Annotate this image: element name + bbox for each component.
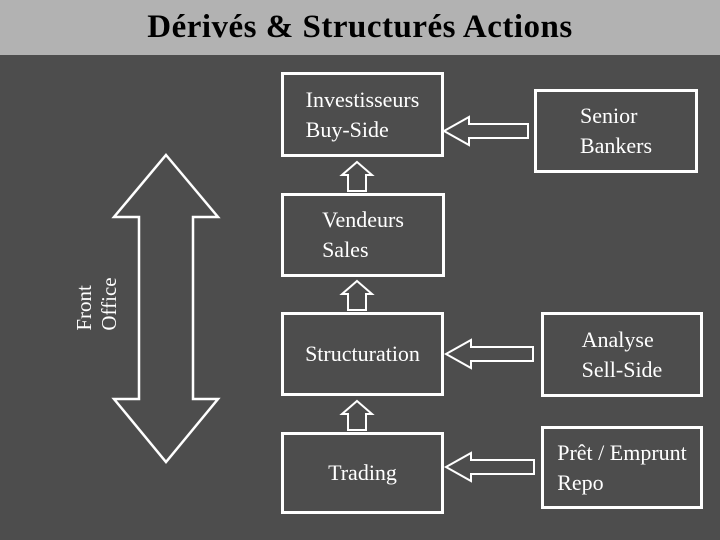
left-arrow-senior-bankers-to-investisseurs-icon [441, 115, 529, 147]
box-trading: Trading [281, 432, 444, 514]
up-arrow-structuration-to-vendeurs-icon [339, 279, 375, 311]
title-band: Dérivés & Structurés Actions [0, 0, 720, 55]
box-vendeurs-sales: Vendeurs Sales [281, 193, 445, 277]
box-senior-bankers: Senior Bankers [534, 89, 698, 173]
box-investisseurs-line1: Investisseurs [305, 86, 420, 112]
left-arrow-analyse-to-structuration-icon [443, 338, 534, 370]
front-office-line1: Front [72, 285, 96, 331]
box-trading-line1: Trading [328, 460, 397, 485]
box-vendeurs-line2: Sales [322, 237, 369, 262]
front-office-label: Front Office [72, 277, 122, 330]
slide-title: Dérivés & Structurés Actions [147, 9, 573, 45]
box-analyse-line2: Sell-Side [581, 356, 663, 382]
box-senior-line1: Senior [579, 103, 638, 128]
up-arrow-trading-to-structuration-icon [339, 399, 375, 431]
front-office-line2: Office [97, 277, 121, 331]
box-investisseurs-line2: Buy-Side [305, 116, 389, 142]
box-analyse-line1: Analyse [581, 326, 654, 352]
box-pret-line1: Prêt / Emprunt [557, 439, 687, 465]
box-structuration-line1: Structuration [305, 341, 420, 366]
box-investisseurs-buy-side: Investisseurs Buy-Side [281, 72, 444, 157]
box-pret-line2: Repo [557, 469, 604, 495]
front-office-double-arrow-icon [111, 153, 221, 464]
box-structuration: Structuration [281, 312, 444, 396]
box-pret-emprunt-repo: Prêt / Emprunt Repo [541, 426, 703, 509]
box-vendeurs-line1: Vendeurs [322, 207, 404, 232]
left-arrow-pret-to-trading-icon [443, 451, 535, 483]
box-analyse-sell-side: Analyse Sell-Side [541, 312, 703, 397]
up-arrow-vendeurs-to-investisseurs-icon [339, 160, 375, 192]
box-senior-line2: Bankers [579, 133, 653, 158]
